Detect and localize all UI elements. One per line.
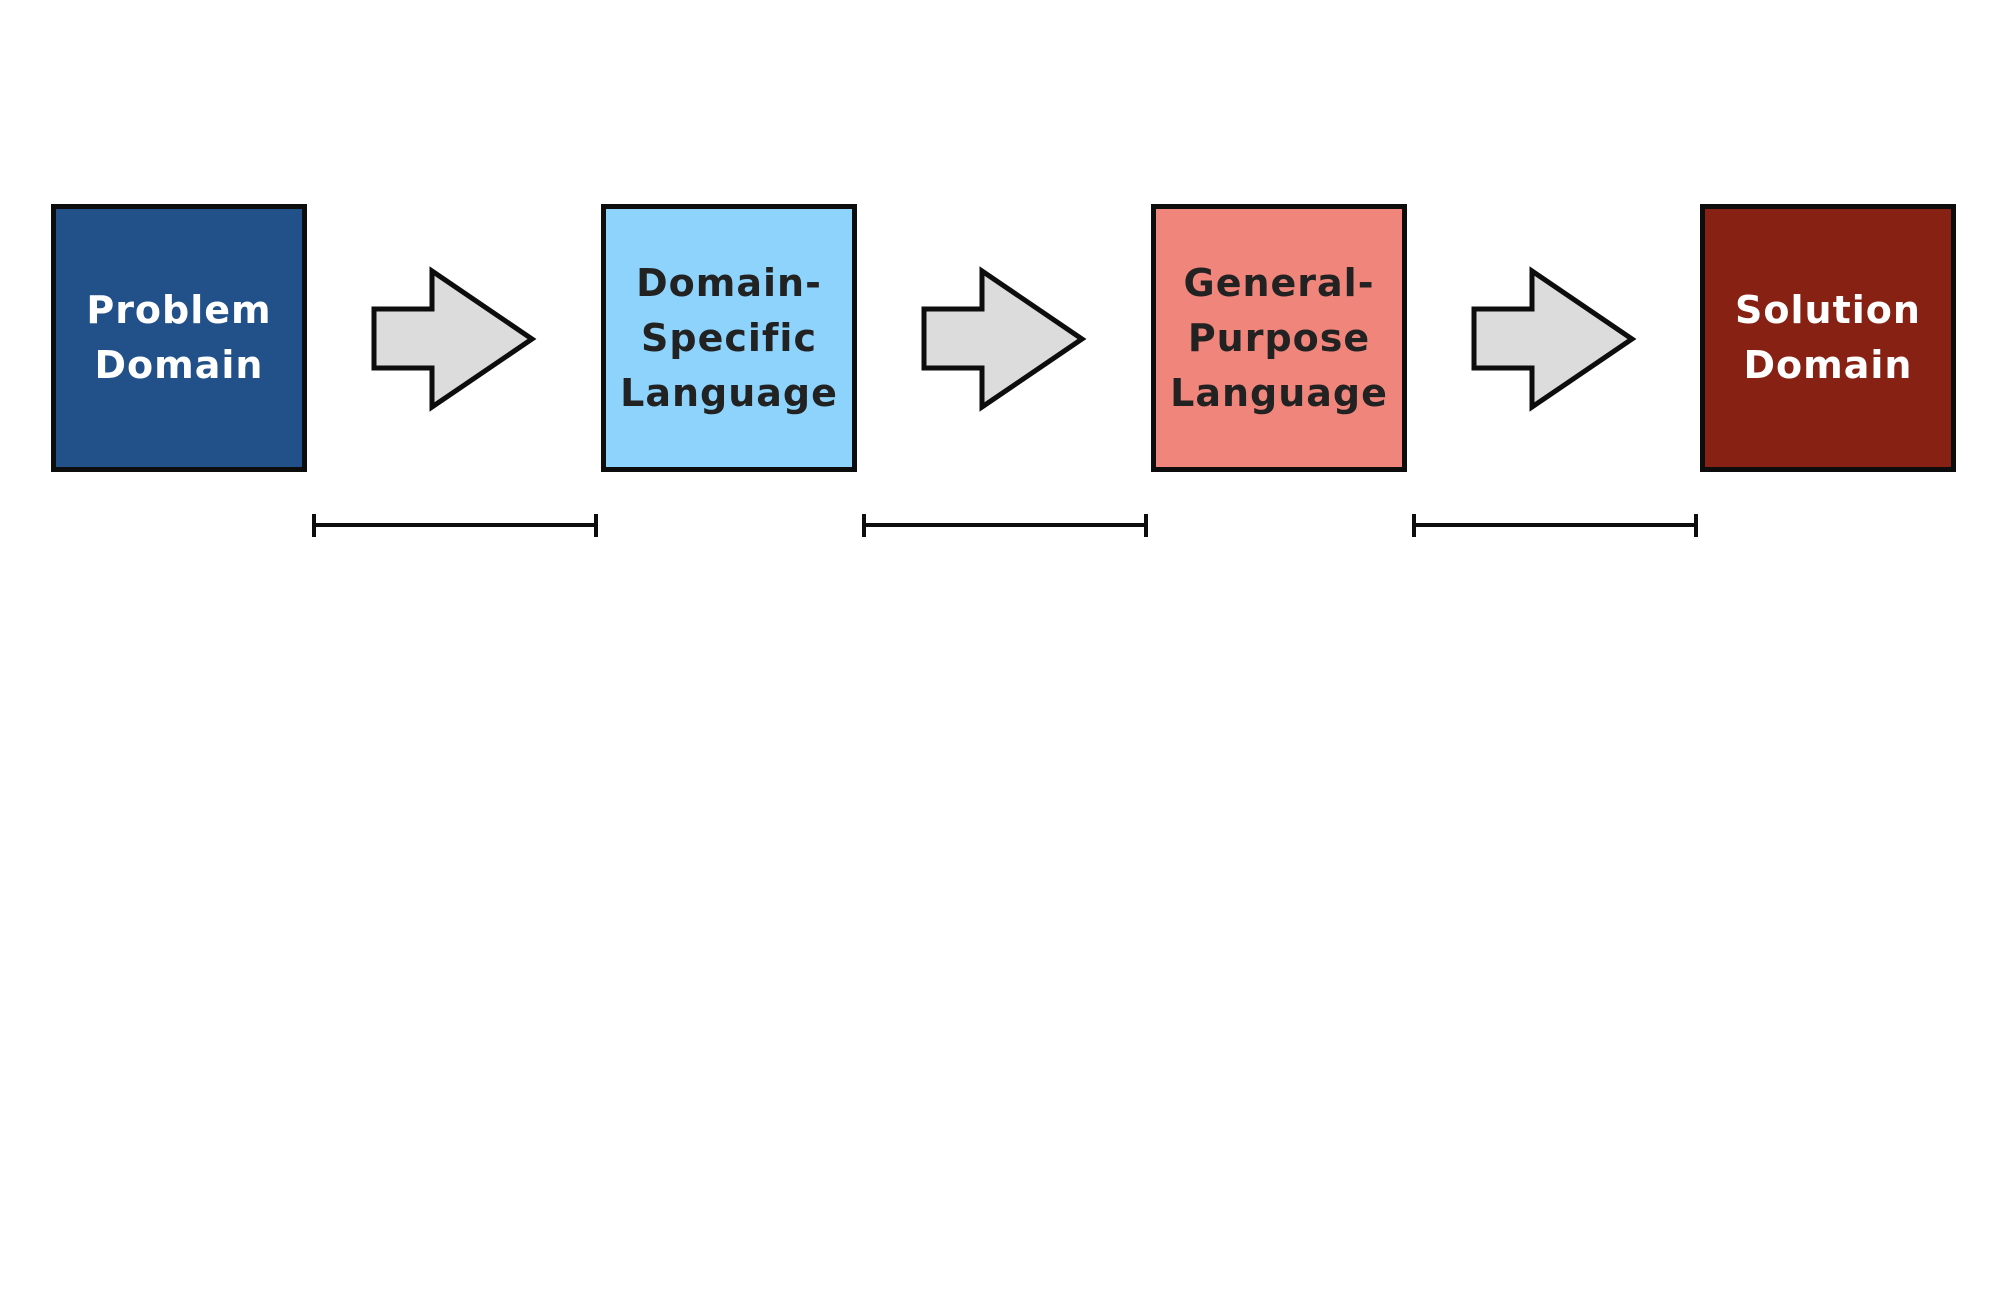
right-arrow-icon — [1471, 266, 1637, 412]
span-bracket — [862, 514, 1148, 537]
span-bracket — [312, 514, 598, 537]
right-arrow-icon — [921, 266, 1087, 412]
domain-specific-language-box: Domain- Specific Language — [601, 204, 857, 472]
problem-domain-label: Problem Domain — [86, 288, 272, 387]
general-purpose-language-box: General- Purpose Language — [1151, 204, 1407, 472]
domain-specific-language-label: Domain- Specific Language — [620, 260, 838, 415]
problem-domain-box: Problem Domain — [51, 204, 307, 472]
general-purpose-language-label: General- Purpose Language — [1170, 260, 1388, 415]
solution-domain-box: Solution Domain — [1700, 204, 1956, 472]
span-bracket — [1412, 514, 1698, 537]
right-arrow-icon — [371, 266, 537, 412]
solution-domain-label: Solution Domain — [1735, 288, 1921, 387]
